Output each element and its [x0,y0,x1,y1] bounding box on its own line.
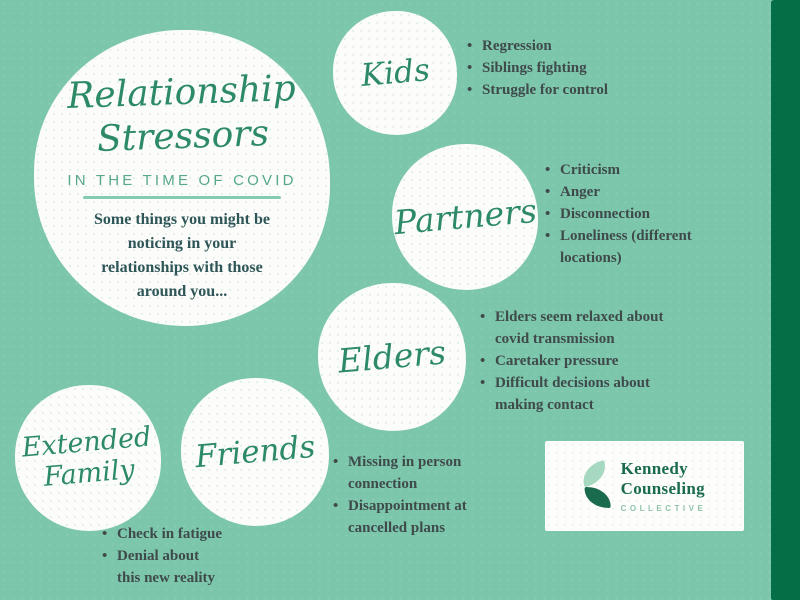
bullet-item: Regression [466,35,691,57]
logo-card: Kennedy Counseling COLLECTIVE [545,441,744,531]
bullet-item: Check in fatigue [101,523,286,545]
subtitle-underline [83,195,281,199]
bullet-item: Criticism [544,159,759,181]
kids-list: RegressionSiblings fightingStruggle for … [466,35,691,101]
friends-label: Friends [193,428,317,475]
leaf-top-shape [578,460,610,488]
bullet-item: Caretaker pressure [479,350,724,372]
partners-label: Partners [392,190,538,242]
elders-list: Elders seem relaxed about covid transmis… [479,306,724,416]
logo-name: Kennedy Counseling [620,459,705,498]
bullet-item: Elders seem relaxed about covid transmis… [479,306,724,350]
logo-text: Kennedy Counseling COLLECTIVE [621,459,707,513]
leaf-bottom-shape [584,486,611,508]
friends-circle: Friends [181,378,329,526]
elders-label: Elders [336,332,448,381]
extended-family-list: Check in fatigueDenial about this new re… [101,523,286,589]
elders-circle: Elders [318,283,466,431]
subtitle: IN THE TIME OF COVID [67,171,297,189]
bullet-item: Siblings fighting [466,57,691,79]
partners-circle: Partners [392,144,538,290]
bullet-item: Missing in person connection [332,451,527,495]
friends-list: Missing in person connectionDisappointme… [332,451,527,539]
kids-circle: Kids [333,11,457,135]
bullet-item: Denial about this new reality [101,545,286,589]
bullet-item: Disappointment at cancelled plans [332,495,527,539]
bullet-item: Difficult decisions about making contact [479,372,724,416]
leaf-icon [578,460,612,511]
kids-label: Kids [359,51,431,94]
right-accent-band [771,0,800,600]
bullet-item: Struggle for control [466,79,691,101]
page-title: Relationship Stressors [66,67,297,160]
bullet-item: Anger [544,181,759,203]
logo: Kennedy Counseling COLLECTIVE [578,459,707,513]
partners-list: CriticismAngerDisconnectionLoneliness (d… [544,159,759,269]
title-circle: Relationship Stressors IN THE TIME OF CO… [34,30,330,326]
logo-tagline: COLLECTIVE [620,504,707,513]
intro-paragraph: Some things you might be noticing in you… [93,210,271,300]
bullet-item: Disconnection [544,203,759,225]
extended-family-circle: Extended Family [15,385,161,531]
bullet-item: Loneliness (different locations) [544,225,759,269]
extended-family-label: Extended Family [20,421,153,493]
